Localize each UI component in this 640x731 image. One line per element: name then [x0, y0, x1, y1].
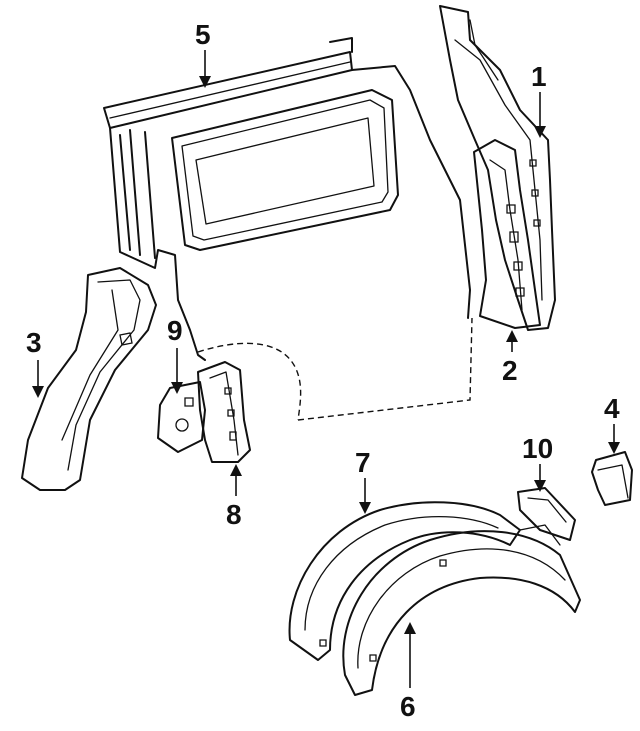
callout-9: 9: [167, 315, 183, 346]
part-7-outer-wheelhouse[interactable]: [288, 501, 521, 661]
callout-5: 5: [195, 19, 211, 50]
part-2-inner-pillar[interactable]: [473, 139, 541, 329]
part-9-bracket[interactable]: [157, 381, 206, 453]
callout-10: 10: [522, 433, 553, 464]
part-8-inner-post[interactable]: [197, 361, 251, 463]
part-10-plate[interactable]: [517, 487, 576, 541]
leader-lines: [32, 50, 620, 688]
part-3-wheel-arch-extension[interactable]: [21, 267, 157, 491]
part-5-quarter-panel[interactable]: [103, 37, 473, 421]
callout-6: 6: [400, 691, 416, 722]
callout-8: 8: [226, 499, 242, 530]
callout-3: 3: [26, 327, 42, 358]
part-4-cap[interactable]: [591, 451, 633, 506]
callout-7: 7: [355, 447, 371, 478]
callout-1: 1: [531, 61, 547, 92]
part-1-rear-pillar[interactable]: [439, 5, 556, 331]
callout-2: 2: [502, 355, 518, 386]
callout-4: 4: [604, 393, 620, 424]
part-6-inner-wheelhouse[interactable]: [342, 524, 581, 696]
